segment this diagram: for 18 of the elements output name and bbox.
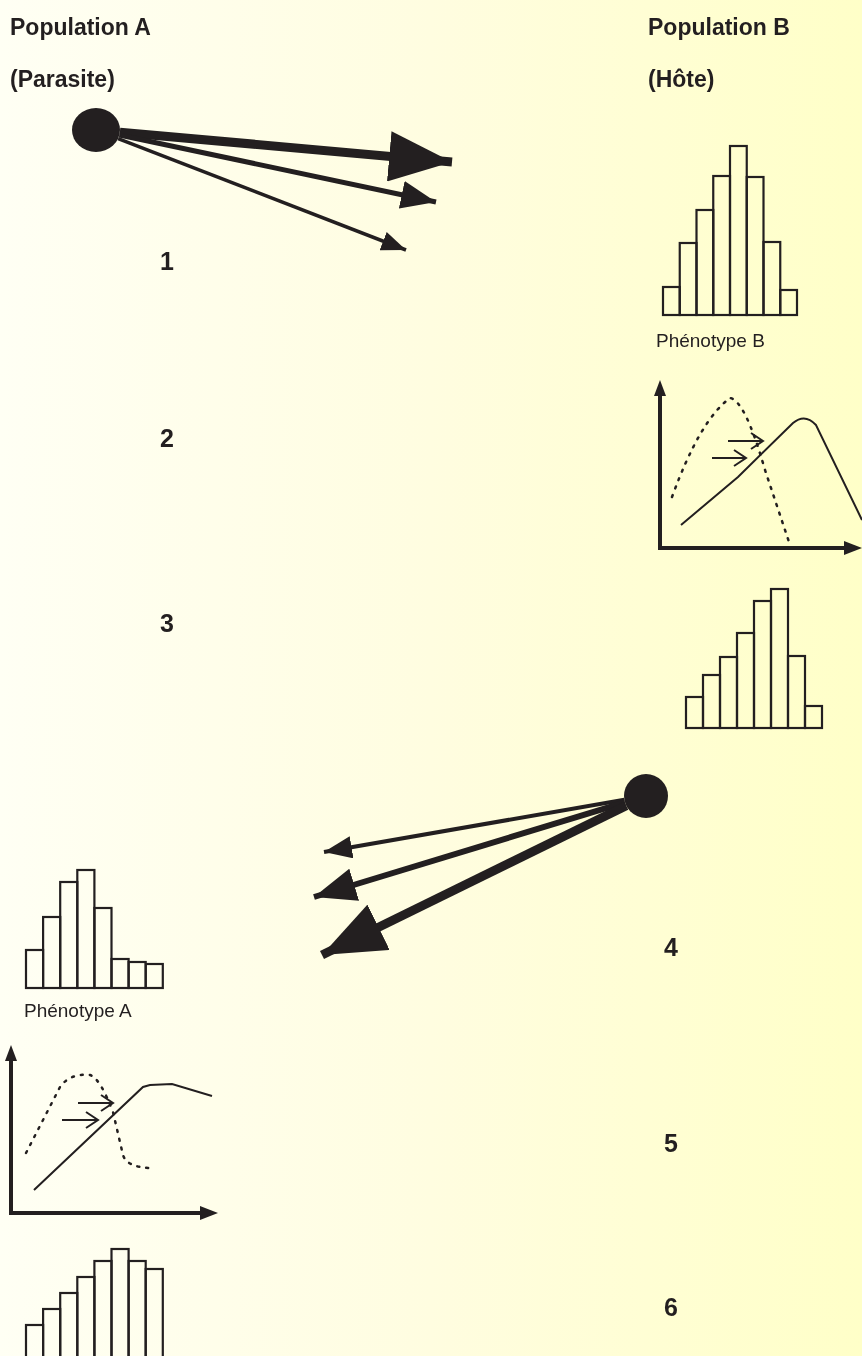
population-heading: (Hôte) xyxy=(648,66,715,94)
filled-dot xyxy=(624,774,668,818)
step-number: 6 xyxy=(664,1292,678,1322)
step-number: 3 xyxy=(160,608,174,638)
step-number: 5 xyxy=(664,1128,678,1158)
population-heading: Population B xyxy=(648,14,790,42)
arrow xyxy=(117,136,407,252)
population-heading: (Parasite) xyxy=(10,66,115,94)
filled-dot xyxy=(72,108,120,152)
arrow xyxy=(313,799,626,901)
step-number: 1 xyxy=(160,246,174,276)
step-number: 2 xyxy=(160,423,174,453)
arrow xyxy=(323,797,625,859)
axis-caption: Phénotype A xyxy=(24,1000,132,1023)
population-heading: Population A xyxy=(10,14,151,42)
arrow xyxy=(119,127,453,182)
step-number: 4 xyxy=(664,932,678,962)
axis-caption: Phénotype B xyxy=(656,330,765,353)
